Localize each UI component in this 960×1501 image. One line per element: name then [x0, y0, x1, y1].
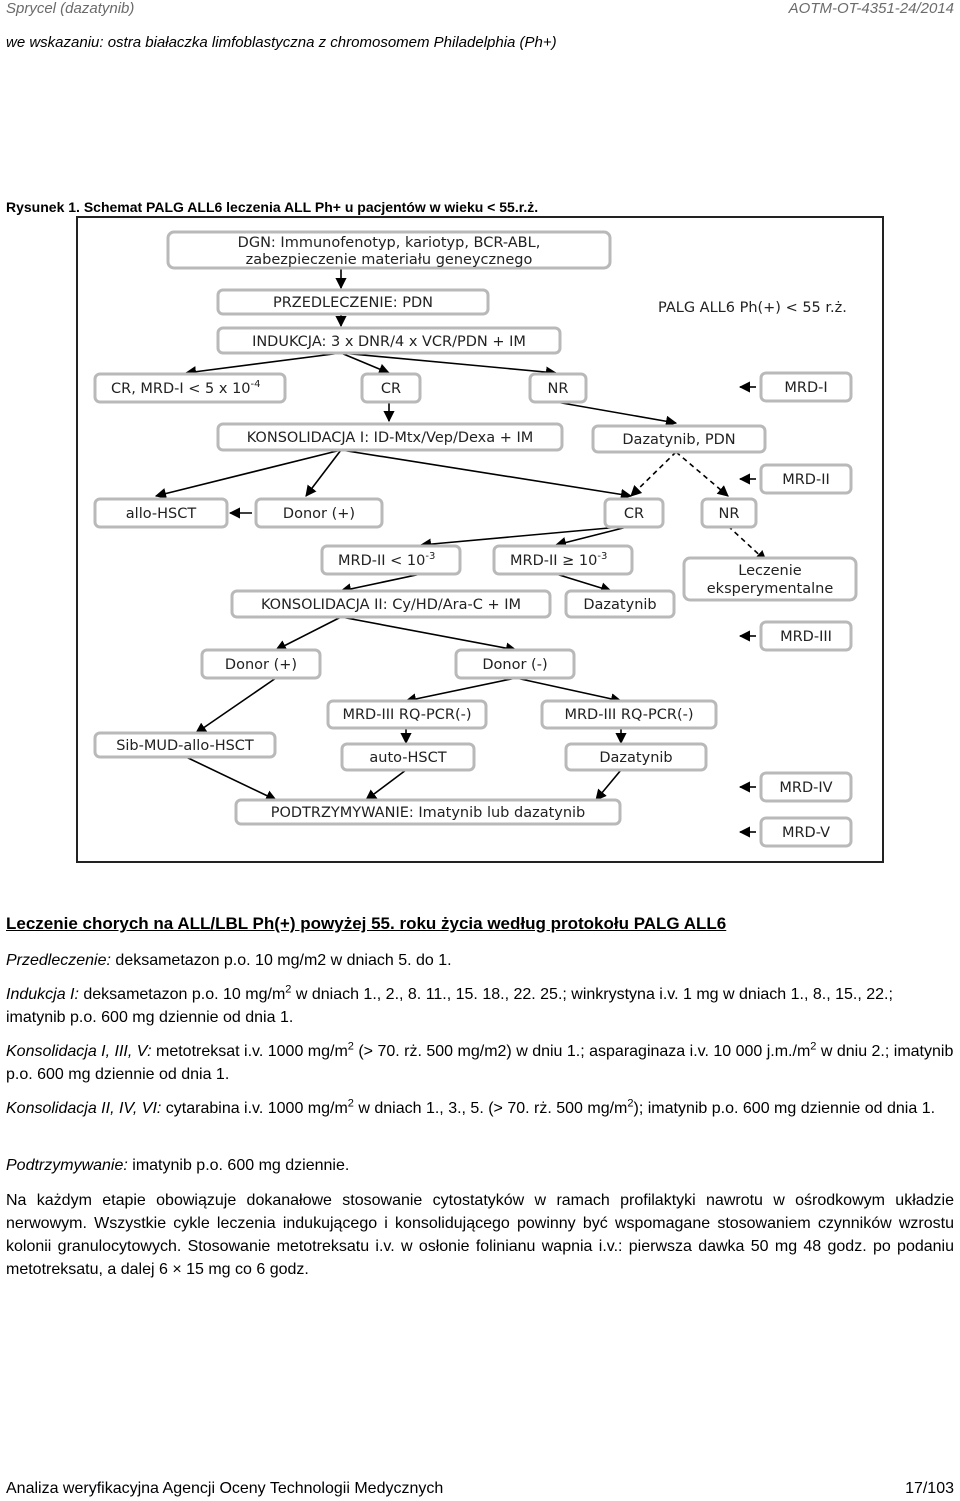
- paragraph-consolidation-1-3-5: Konsolidacja I, III, V: metotreksat i.v.…: [6, 1040, 954, 1083]
- box-dasatinib-2: Dazatynib: [564, 742, 708, 772]
- svg-text:MRD-I: MRD-I: [784, 380, 827, 396]
- box-induction: INDUKCJA: 3 x DNR/4 x VCR/PDN + IM: [216, 326, 562, 355]
- svg-text:MRD-III RQ-PCR(-): MRD-III RQ-PCR(-): [564, 707, 693, 723]
- svg-text:MRD-IV: MRD-IV: [779, 780, 832, 796]
- box-donor-positive-2: Donor (+): [200, 648, 322, 680]
- box-allo-hsct: allo-HSCT: [93, 497, 229, 529]
- paragraph-consolidation-2-4-6: Konsolidacja II, IV, VI: cytarabina i.v.…: [6, 1097, 936, 1117]
- svg-text:DGN: Immunofenotyp, kariotyp,: DGN: Immunofenotyp, kariotyp, BCR-ABL,: [238, 235, 541, 251]
- box-mrd3-right: MRD-III RQ-PCR(-): [540, 699, 718, 730]
- svg-text:NR: NR: [719, 506, 740, 522]
- box-auto-hsct: auto-HSCT: [340, 742, 476, 772]
- svg-text:Sib-MUD-allo-HSCT: Sib-MUD-allo-HSCT: [116, 738, 254, 754]
- svg-text:zabezpieczenie materiału geney: zabezpieczenie materiału geneycznego: [246, 252, 533, 268]
- svg-text:auto-HSCT: auto-HSCT: [369, 750, 446, 766]
- svg-text:Leczenie: Leczenie: [738, 563, 801, 579]
- box-mrd-ii: MRD-II: [759, 463, 853, 495]
- svg-text:MRD-II ≥ 10-3: MRD-II ≥ 10-3: [510, 551, 607, 569]
- box-cr: CR: [360, 372, 422, 404]
- svg-text:INDUKCJA: 3 x DNR/4 x VCR/PDN: INDUKCJA: 3 x DNR/4 x VCR/PDN + IM: [252, 334, 526, 350]
- protocol-label: PALG ALL6 Ph(+) < 55 r.ż.: [658, 300, 847, 316]
- paragraph-cns-prophylaxis: Na każdym etapie obowiązuje dokanałowe s…: [6, 1192, 954, 1278]
- box-dasatinib-1: Dazatynib: [564, 589, 676, 619]
- box-nr-2: NR: [700, 497, 758, 529]
- svg-text:Dazatynib, PDN: Dazatynib, PDN: [622, 432, 735, 448]
- box-cr-2: CR: [603, 497, 665, 529]
- svg-text:allo-HSCT: allo-HSCT: [126, 506, 197, 522]
- figure-frame: [76, 216, 884, 863]
- svg-text:Donor (+): Donor (+): [225, 657, 297, 673]
- box-mrd2-below: MRD-II < 10-3: [320, 544, 462, 576]
- svg-text:Dazatynib: Dazatynib: [599, 750, 672, 766]
- svg-text:PODTRZYMYWANIE: Imatynib lub d: PODTRZYMYWANIE: Imatynib lub dazatynib: [271, 805, 586, 821]
- svg-text:CR: CR: [381, 381, 401, 397]
- box-maintenance: PODTRZYMYWANIE: Imatynib lub dazatynib: [234, 798, 622, 826]
- mrd-side-arrows: [738, 381, 756, 838]
- svg-text:PRZEDLECZENIE: PDN: PRZEDLECZENIE: PDN: [273, 295, 433, 311]
- box-prephase: PRZEDLECZENIE: PDN: [216, 288, 490, 316]
- svg-text:MRD-III: MRD-III: [780, 629, 832, 645]
- box-mrd-iv: MRD-IV: [759, 771, 853, 803]
- figure-caption: Rysunek 1. Schemat PALG ALL6 leczenia AL…: [6, 199, 539, 215]
- header-document-title: Sprycel (dazatynib): [6, 0, 135, 17]
- svg-text:KONSOLIDACJA I: ID-Mtx/Vep/Dex: KONSOLIDACJA I: ID-Mtx/Vep/Dexa + IM: [247, 430, 534, 446]
- svg-text:CR, MRD-I < 5 x 10-4: CR, MRD-I < 5 x 10-4: [111, 379, 261, 397]
- box-sib-mud-allo-hsct: Sib-MUD-allo-HSCT: [93, 731, 277, 759]
- paragraph-maintenance: Podtrzymywanie: imatynib p.o. 600 mg dzi…: [6, 1157, 350, 1174]
- flow-dashed-connectors: [630, 451, 767, 562]
- paragraph-induction: Indukcja I: deksametazon p.o. 10 mg/m2 w…: [6, 983, 893, 1026]
- header-indication: we wskazaniu: ostra białaczka limfoblast…: [6, 34, 557, 51]
- box-consolidation-1: KONSOLIDACJA I: ID-Mtx/Vep/Dexa + IM: [216, 422, 564, 452]
- box-mrd-i: MRD-I: [759, 371, 853, 403]
- paragraph-prephase: Przedleczenie: deksametazon p.o. 10 mg/m…: [6, 952, 452, 969]
- box-donor-positive-1: Donor (+): [254, 497, 384, 529]
- treatment-flowchart: PALG ALL6 Ph(+) < 55 r.ż. DGN: Immunofen…: [76, 216, 884, 863]
- svg-text:MRD-II < 10-3: MRD-II < 10-3: [338, 551, 435, 569]
- box-cr-mrd: CR, MRD-I < 5 x 10-4: [93, 372, 287, 404]
- header-document-code: AOTM-OT-4351-24/2014: [788, 0, 954, 17]
- svg-text:MRD-III RQ-PCR(-): MRD-III RQ-PCR(-): [342, 707, 471, 723]
- svg-text:MRD-II: MRD-II: [782, 472, 830, 488]
- svg-text:Dazatynib: Dazatynib: [583, 597, 656, 613]
- svg-text:eksperymentalne: eksperymentalne: [707, 581, 834, 597]
- footer-page-number: 17/103: [905, 1480, 954, 1497]
- footer-agency: Analiza weryfikacyjna Agencji Oceny Tech…: [6, 1480, 444, 1497]
- box-consolidation-2: KONSOLIDACJA II: Cy/HD/Ara-C + IM: [230, 589, 552, 619]
- svg-text:CR: CR: [624, 506, 644, 522]
- box-mrd-iii: MRD-III: [759, 620, 853, 652]
- box-mrd-v: MRD-V: [759, 816, 853, 848]
- svg-text:MRD-V: MRD-V: [782, 825, 830, 841]
- flow-connectors: [154, 268, 678, 801]
- svg-text:NR: NR: [548, 381, 569, 397]
- svg-text:KONSOLIDACJA II: Cy/HD/Ara-C +: KONSOLIDACJA II: Cy/HD/Ara-C + IM: [261, 597, 521, 613]
- box-experimental: Leczenie eksperymentalne: [682, 556, 858, 602]
- box-diagnosis: DGN: Immunofenotyp, kariotyp, BCR-ABL, z…: [166, 230, 612, 270]
- box-mrd2-above: MRD-II ≥ 10-3: [492, 544, 634, 576]
- box-nr: NR: [528, 372, 588, 404]
- svg-text:Donor (+): Donor (+): [283, 506, 355, 522]
- section-title: Leczenie chorych na ALL/LBL Ph(+) powyże…: [6, 914, 727, 933]
- svg-text:Donor (-): Donor (-): [482, 657, 547, 673]
- box-mrd3-left: MRD-III RQ-PCR(-): [326, 699, 488, 730]
- box-donor-negative: Donor (-): [454, 648, 576, 680]
- box-dasatinib-pdn: Dazatynib, PDN: [591, 424, 767, 454]
